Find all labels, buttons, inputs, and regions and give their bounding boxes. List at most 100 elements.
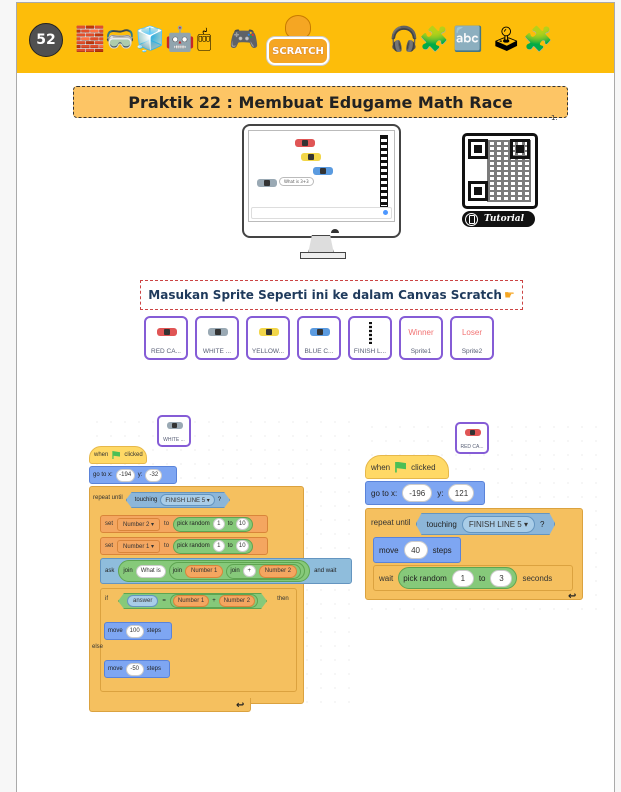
block-text: pick random: [177, 521, 210, 527]
touching-block[interactable]: touching FINISH LINE 5 ▾ ?: [126, 492, 230, 508]
touching-target-dropdown[interactable]: FINISH LINE 5 ▾: [160, 494, 214, 506]
sprite-tile[interactable]: BLUE C...: [297, 316, 341, 360]
finish-line-icon: [369, 322, 372, 344]
block-text: go to x:: [371, 488, 398, 498]
set-number2-block[interactable]: set Number 2 ▾ to pick random 1 to 10: [100, 515, 268, 533]
red-car-icon: [465, 429, 481, 436]
join-block[interactable]: join What is join Number 1 join + Number…: [118, 560, 311, 582]
variable-reporter[interactable]: Number 1: [185, 564, 224, 578]
sprite-label: RED CA...: [151, 348, 181, 355]
text-input[interactable]: +: [242, 565, 256, 577]
block-text: +: [212, 598, 216, 604]
pick-random-block[interactable]: pick random 1 to 3: [398, 567, 518, 589]
car-icon: [259, 328, 279, 336]
monitor-knob: [331, 229, 339, 233]
variable-dropdown[interactable]: Number 1 ▾: [117, 539, 161, 553]
variable-reporter[interactable]: Number 1: [173, 595, 209, 607]
x-input[interactable]: -196: [402, 484, 433, 502]
wait-block[interactable]: wait pick random 1 to 3 seconds: [373, 565, 573, 591]
else-label: else: [92, 644, 104, 650]
scratch-logo-text: SCRATCH: [267, 37, 329, 65]
loop-arrow-icon: ↩: [236, 700, 245, 711]
block-text: touching: [426, 519, 457, 529]
random-from-input[interactable]: 1: [212, 540, 225, 552]
join-block[interactable]: join Number 1 join + Number 2: [168, 562, 306, 580]
block-text: join: [230, 568, 240, 574]
y-input[interactable]: 121: [448, 484, 475, 502]
steps-input[interactable]: -50: [125, 662, 144, 676]
block-text: and wait: [314, 568, 337, 574]
ask-and-wait-block[interactable]: ask join What is join Number 1 join + Nu…: [100, 558, 352, 584]
touching-target-dropdown[interactable]: FINISH LINE 5 ▾: [462, 516, 535, 533]
if-else-block[interactable]: if answer = Number 1 + Number 2 then: [100, 588, 297, 692]
random-from-input[interactable]: 1: [212, 518, 225, 530]
page-number-badge: 52: [29, 23, 63, 57]
sprite-tile[interactable]: RED CA...: [144, 316, 188, 360]
block-text: move: [108, 666, 123, 672]
block-text: if: [105, 596, 108, 602]
block-text: to: [478, 573, 486, 583]
variable-dropdown[interactable]: Number 2 ▾: [117, 517, 161, 531]
car-icon: [310, 328, 330, 336]
vr-headset-icon: 🥽: [105, 25, 135, 53]
sprite-thumb-white[interactable]: WHITE ...: [157, 415, 191, 447]
when-flag-clicked-block[interactable]: when clicked: [89, 446, 147, 464]
sprite-thumb-red[interactable]: RED CA...: [455, 422, 489, 454]
tutorial-badge[interactable]: Tutorial: [462, 211, 535, 227]
touching-block[interactable]: touching FINISH LINE 5 ▾ ?: [416, 513, 556, 535]
block-text: when: [94, 452, 109, 458]
blue-car-icon: [313, 167, 333, 175]
sprite-label: BLUE C...: [304, 348, 334, 355]
move-steps-block[interactable]: move 100 steps: [104, 622, 172, 640]
green-flag-icon: [395, 461, 407, 473]
sprite-tile[interactable]: WHITE ...: [195, 316, 239, 360]
page-header-banner: 52 🧱 🥽 🧊 🤖 🖱 🎮 SCRATCH 🎧 🧩 🔤 🕹 🧩: [17, 3, 614, 73]
block-text: y:: [137, 472, 143, 478]
sprite-label: YELLOW...: [251, 348, 285, 355]
practice-title: Praktik 22 : Membuat Edugame Math Race: [73, 86, 568, 118]
y-input[interactable]: -32: [145, 468, 163, 482]
block-text: seconds: [522, 573, 553, 583]
sprite-tile[interactable]: YELLOW...: [246, 316, 290, 360]
instruction-box: Masukan Sprite Seperti ini ke dalam Canv…: [140, 280, 523, 310]
random-to-input[interactable]: 3: [490, 569, 513, 587]
when-flag-clicked-block[interactable]: when clicked: [365, 455, 449, 479]
block-text: to: [164, 521, 170, 527]
pick-random-block[interactable]: pick random 1 to 10: [173, 538, 253, 554]
pick-random-block[interactable]: pick random 1 to 10: [173, 516, 253, 532]
block-text: then: [277, 596, 289, 602]
check-icon: [383, 210, 388, 215]
block-text: ?: [217, 497, 222, 503]
random-to-input[interactable]: 10: [235, 540, 249, 552]
variable-reporter[interactable]: Number 2: [219, 595, 255, 607]
monitor-base: [300, 252, 346, 259]
goto-xy-block[interactable]: go to x: -194 y: -32: [89, 466, 177, 484]
add-block[interactable]: Number 1 + Number 2: [170, 594, 258, 608]
equals-block[interactable]: answer = Number 1 + Number 2: [118, 593, 267, 609]
variable-reporter[interactable]: Number 2: [258, 564, 298, 578]
random-from-input[interactable]: 1: [451, 569, 474, 587]
mouse-icon: 🖱: [197, 25, 212, 53]
sprite-label: Sprite2: [461, 348, 483, 355]
block-text: steps: [146, 666, 162, 672]
block-text: pick random: [177, 543, 210, 549]
text-input[interactable]: What is: [135, 564, 166, 578]
title-footnote: 1.: [551, 114, 558, 122]
answer-reporter[interactable]: answer: [127, 595, 158, 607]
move-steps-block[interactable]: move -50 steps: [104, 660, 170, 678]
join-block[interactable]: join + Number 2: [226, 563, 302, 579]
x-input[interactable]: -194: [115, 468, 135, 482]
steps-input[interactable]: 40: [403, 541, 428, 559]
move-steps-block[interactable]: move 40 steps: [373, 537, 461, 563]
qr-code[interactable]: [462, 133, 538, 209]
steps-input[interactable]: 100: [125, 624, 144, 638]
block-text: join: [123, 568, 133, 574]
set-number1-block[interactable]: set Number 1 ▾ to pick random 1 to 10: [100, 537, 268, 555]
goto-xy-block[interactable]: go to x: -196 y: 121: [365, 481, 485, 505]
random-to-input[interactable]: 10: [235, 518, 249, 530]
block-text: move: [108, 628, 123, 634]
yellow-car-icon: [301, 153, 321, 161]
sprite-tile[interactable]: FINISH L...: [348, 316, 392, 360]
